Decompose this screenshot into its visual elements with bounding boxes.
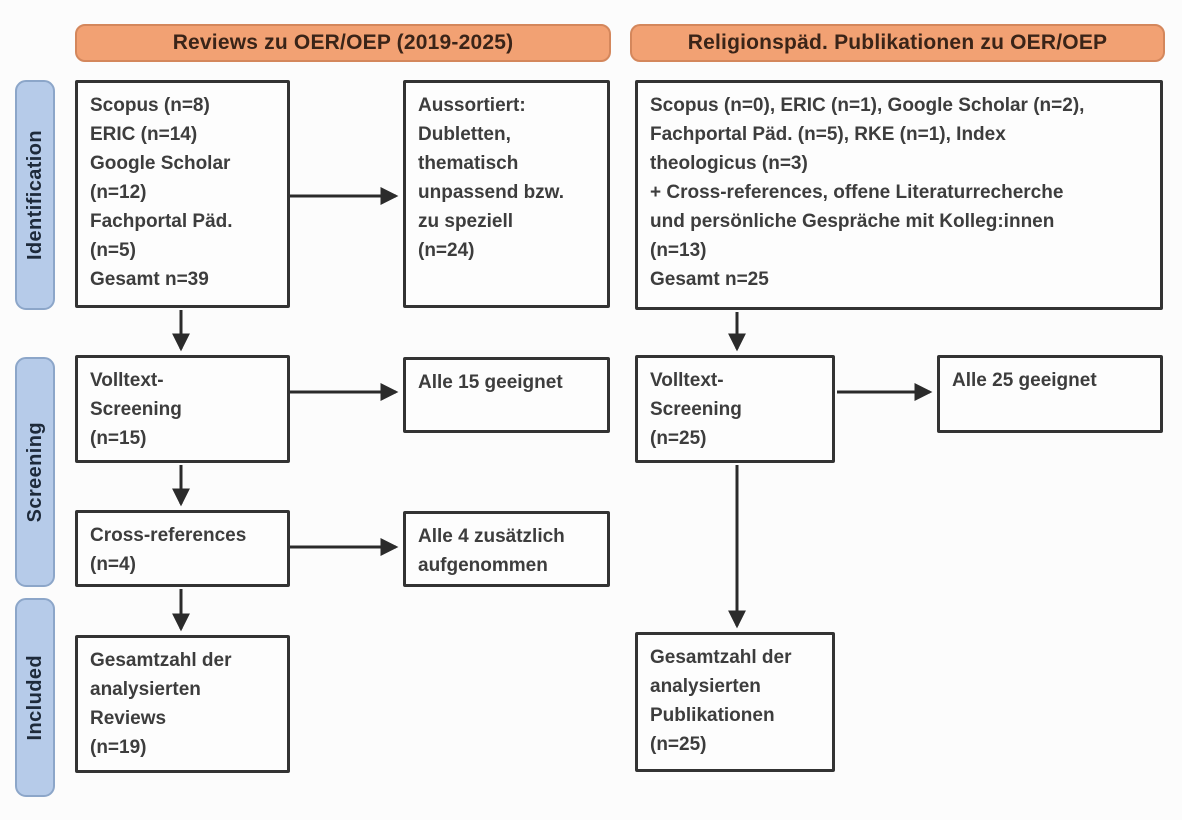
box-left-total: Gesamtzahl der analysierten Reviews (n=1… [75, 635, 290, 773]
stage-pill-screening: Screening [15, 357, 55, 587]
stage-pill-included: Included [15, 598, 55, 797]
box-left-fulltext-screening: Volltext- Screening (n=15) [75, 355, 290, 463]
header-religionspaed: Religionspäd. Publikationen zu OER/OEP [630, 24, 1165, 62]
box-left-fulltext-result: Alle 15 geeignet [403, 357, 610, 433]
stage-included-label: Included [23, 654, 46, 741]
box-left-crossrefs: Cross-references (n=4) [75, 510, 290, 587]
box-right-total: Gesamtzahl der analysierten Publikatione… [635, 632, 835, 772]
header-reviews-label: Reviews zu OER/OEP (2019-2025) [172, 31, 514, 54]
box-left-sources: Scopus (n=8) ERIC (n=14) Google Scholar … [75, 80, 290, 308]
box-right-sources: Scopus (n=0), ERIC (n=1), Google Scholar… [635, 80, 1163, 310]
stage-pill-identification: Identification [15, 80, 55, 310]
stage-screening-label: Screening [23, 421, 46, 523]
box-right-fulltext-result: Alle 25 geeignet [937, 355, 1163, 433]
box-left-excluded: Aussortiert: Dubletten, thematisch unpas… [403, 80, 610, 308]
header-reviews: Reviews zu OER/OEP (2019-2025) [75, 24, 611, 62]
box-left-crossrefs-result: Alle 4 zusätzlich aufgenommen [403, 511, 610, 587]
stage-identification-label: Identification [23, 129, 46, 261]
header-religionspaed-label: Religionspäd. Publikationen zu OER/OEP [687, 31, 1108, 54]
box-right-fulltext-screening: Volltext- Screening (n=25) [635, 355, 835, 463]
